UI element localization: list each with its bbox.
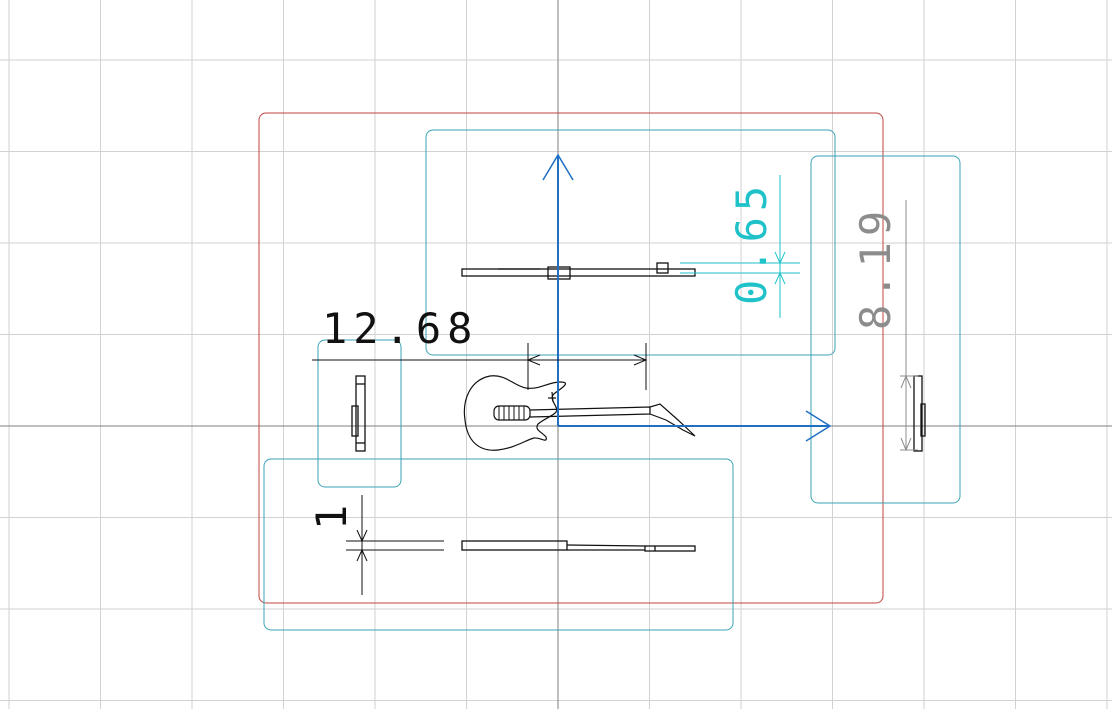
dim-thickness-label: 1 xyxy=(307,505,356,530)
sheet-border[interactable] xyxy=(258,112,884,604)
dim-depth-small-label: 0.65 xyxy=(727,180,776,305)
view-frame-top[interactable] xyxy=(425,129,836,356)
dim-depth-small[interactable] xyxy=(680,175,800,318)
dim-height[interactable] xyxy=(900,200,918,452)
view-frames xyxy=(263,129,961,631)
right-view-part[interactable] xyxy=(913,375,926,452)
dim-thickness[interactable] xyxy=(346,495,444,595)
dim-height-label: 8.19 xyxy=(851,205,900,330)
left-view-part[interactable] xyxy=(351,375,366,452)
view-frame-front[interactable] xyxy=(263,458,734,631)
view-frame-right[interactable] xyxy=(810,155,961,504)
dim-overall-length[interactable] xyxy=(312,343,648,390)
top-view-part[interactable] xyxy=(461,262,696,280)
dim-overall-length-label: 12.68 xyxy=(322,304,478,353)
front-view-part[interactable] xyxy=(461,540,696,552)
ucs-axes-icon xyxy=(542,153,832,442)
guitar-part-icon[interactable] xyxy=(463,375,696,451)
view-frame-left[interactable] xyxy=(317,339,402,488)
